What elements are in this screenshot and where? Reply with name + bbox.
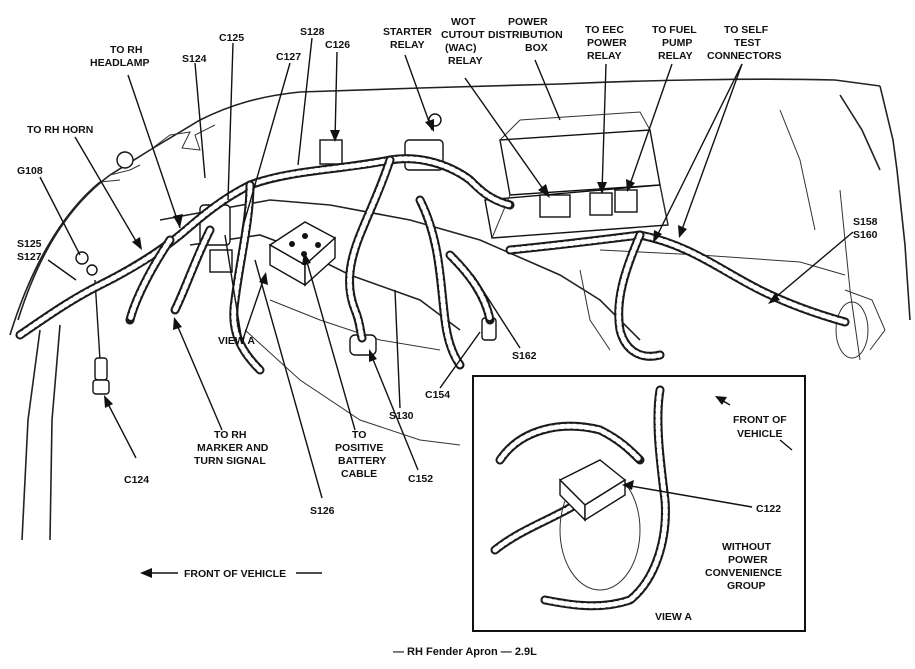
s127-label: S127	[17, 251, 42, 263]
to-rh-headlamp-label-1: TO RH	[110, 44, 142, 56]
inset-front-of-vehicle-label-1: FRONT OF	[733, 414, 787, 426]
c154-label: C154	[425, 389, 450, 401]
self-test-label-3: CONNECTORS	[707, 50, 781, 62]
s124-label: S124	[182, 53, 207, 65]
ground-g108	[75, 251, 98, 276]
junction-block	[268, 221, 337, 287]
without-power-convenience-1: WITHOUT	[722, 541, 772, 553]
self-test-label-2: TEST	[734, 37, 761, 49]
c126-label: C126	[325, 39, 350, 51]
c124-label: C124	[124, 474, 149, 486]
s162-label: S162	[512, 350, 537, 362]
to-rh-marker-label-3: TURN SIGNAL	[194, 455, 266, 467]
fuel-pump-relay-label-2: PUMP	[662, 37, 692, 49]
to-rh-horn-label: TO RH HORN	[27, 124, 93, 136]
s125-label: S125	[17, 238, 42, 250]
connector-c122	[558, 459, 627, 522]
leader-lines	[39, 37, 854, 499]
starter-relay-label-2: RELAY	[390, 39, 425, 51]
wot-relay-label-3: (WAC)	[445, 42, 477, 54]
fuel-pump-relay-label-3: RELAY	[658, 50, 693, 62]
without-power-convenience-2: POWER	[728, 554, 768, 566]
pdb-label-3: BOX	[525, 42, 548, 54]
s130-label: S130	[389, 410, 414, 422]
positive-battery-label-2: POSITIVE	[335, 442, 383, 454]
c127-label: C127	[276, 51, 301, 63]
c152-label: C152	[408, 473, 433, 485]
fuel-pump-relay-label-1: TO FUEL	[652, 24, 697, 36]
eec-relay-label-1: TO EEC	[585, 24, 624, 36]
callout-labels: TO RH HEADLAMP S124 C125 C127 S128 C126 …	[17, 16, 878, 517]
s158-label: S158	[853, 216, 878, 228]
without-power-convenience-4: GROUP	[727, 580, 766, 592]
wot-relay-label-1: WOT	[451, 16, 476, 28]
positive-battery-label-4: CABLE	[341, 468, 377, 480]
starter-relay-label-1: STARTER	[383, 26, 432, 38]
inset-view-a-label: VIEW A	[655, 611, 692, 623]
wot-relay-label-2: CUTOUT	[441, 29, 485, 41]
view-a-label: VIEW A	[218, 335, 255, 347]
pdb-label-1: POWER	[508, 16, 548, 28]
inset-view-a: FRONT OF VEHICLE C122 WITHOUT POWER CONV…	[472, 375, 806, 632]
connector-c124	[92, 279, 110, 395]
s126-label: S126	[310, 505, 335, 517]
to-rh-marker-label-2: MARKER AND	[197, 442, 269, 454]
self-test-label-1: TO SELF	[724, 24, 769, 36]
c125-label: C125	[219, 32, 244, 44]
positive-battery-label-1: TO	[352, 429, 366, 441]
to-rh-headlamp-label-2: HEADLAMP	[90, 57, 150, 69]
positive-battery-label-3: BATTERY	[338, 455, 386, 467]
g108-label: G108	[17, 165, 43, 177]
front-of-vehicle-indicator: FRONT OF VEHICLE	[140, 568, 322, 580]
connector-c126	[319, 139, 343, 165]
fender-apron-outline	[9, 78, 911, 541]
power-distribution-box	[484, 111, 669, 239]
wiring-harness	[15, 154, 850, 375]
wot-relay-label-4: RELAY	[448, 55, 483, 67]
without-power-convenience-3: CONVENIENCE	[705, 567, 782, 579]
eec-relay-label-2: POWER	[587, 37, 627, 49]
diagram-caption: — RH Fender Apron — 2.9L	[393, 646, 537, 658]
s160-label: S160	[853, 229, 878, 241]
front-of-vehicle-label: FRONT OF VEHICLE	[184, 568, 286, 580]
pdb-label-2: DISTRIBUTION	[488, 29, 563, 41]
to-rh-marker-label-1: TO RH	[214, 429, 246, 441]
eec-relay-label-3: RELAY	[587, 50, 622, 62]
s128-label: S128	[300, 26, 325, 38]
horn-bracket	[116, 151, 134, 169]
inset-front-of-vehicle-label-2: VEHICLE	[737, 428, 783, 440]
c122-label: C122	[756, 503, 781, 515]
